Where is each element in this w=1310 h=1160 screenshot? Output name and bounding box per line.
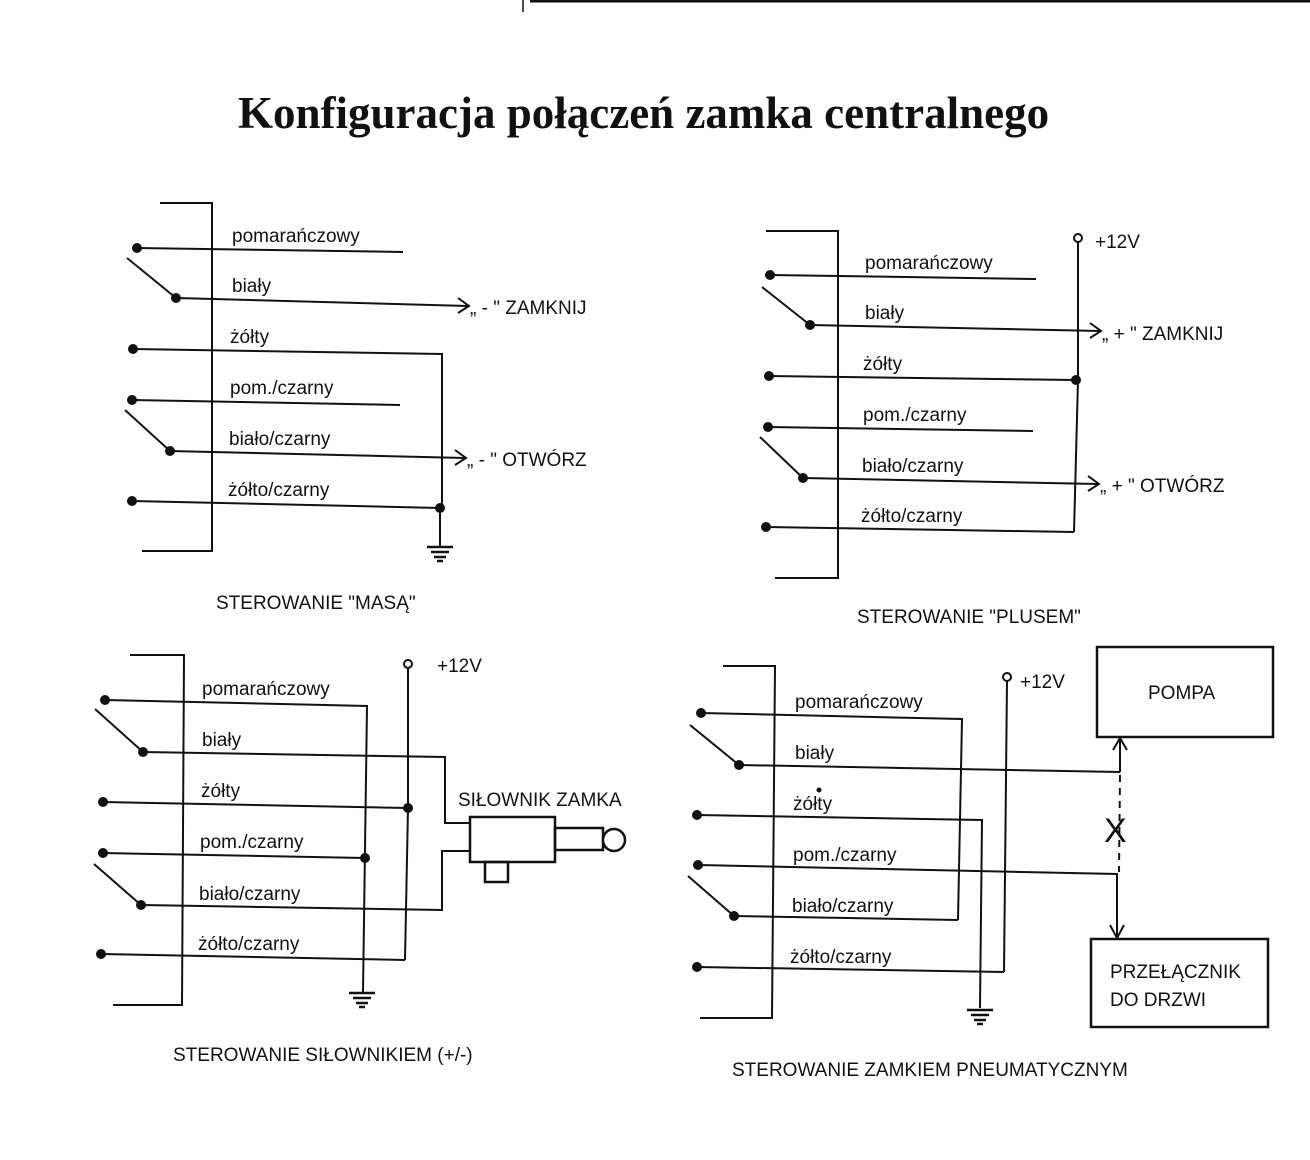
ground-icon [965, 1008, 995, 1026]
wire-label: pomarańczowy [232, 226, 360, 247]
panel-caption: STEROWANIE SIŁOWNIKIEM (+/-) [173, 1045, 473, 1066]
wire-label: pomarańczowy [795, 692, 923, 713]
ground-icon [425, 545, 455, 563]
cross-mark: X [1104, 812, 1127, 850]
wire-label: żółty [863, 354, 903, 375]
wire-label: biały [202, 730, 242, 751]
wire-label: żółty [201, 781, 241, 802]
wire-label: pom./czarny [230, 378, 334, 399]
door-switch-box [1089, 937, 1270, 1029]
supply-label: +12V [1020, 672, 1065, 693]
output-label: „ - " ZAMKNIJ [470, 298, 587, 319]
wire-label: pom./czarny [793, 845, 897, 866]
wire-label: żółto/czarny [198, 934, 300, 955]
panel-caption: STEROWANIE ZAMKIEM PNEUMATYCZNYM [732, 1060, 1128, 1081]
wire-label: żółto/czarny [228, 480, 330, 501]
output-label: „ + " OTWÓRZ [1100, 475, 1225, 497]
switch-label: PRZEŁĄCZNIK [1110, 962, 1241, 983]
wire-label: żółto/czarny [790, 947, 892, 968]
panel-pneumatic-control: POMPA PRZEŁĄCZNIK DO DRZWI X +12V pomara… [687, 645, 1275, 1081]
actuator-icon [468, 815, 627, 884]
pump-label: POMPA [1148, 683, 1216, 704]
switch-label: DO DRZWI [1110, 990, 1206, 1011]
wire-label: biały [865, 303, 905, 324]
panel-ground-control: pomarańczowy biały żółty pom./czarny bia… [124, 202, 587, 614]
ground-icon [347, 991, 377, 1009]
wire-label: pomarańczowy [202, 679, 330, 700]
wire-label: biały [232, 276, 272, 297]
wire-label: żółty [793, 794, 833, 815]
wire-label: biało/czarny [862, 456, 964, 477]
output-label: „ - " OTWÓRZ [467, 449, 587, 471]
wire-label: pom./czarny [200, 832, 304, 853]
page-title: Konfiguracja połączeń zamka centralnego [238, 88, 1049, 138]
pump-box [1095, 645, 1275, 739]
wire-label: żółto/czarny [861, 506, 963, 527]
actuator-label: SIŁOWNIK ZAMKA [458, 790, 622, 811]
connector-bracket [142, 202, 213, 552]
wire-label: pom./czarny [863, 405, 967, 426]
panel-caption: STEROWANIE "MASĄ" [216, 593, 416, 614]
panel-actuator-control: SIŁOWNIK ZAMKA +12V pomarańczowy biały ż… [93, 654, 627, 1066]
scan-speck [816, 787, 822, 793]
wire-label: biały [795, 743, 835, 764]
wire-label: biało/czarny [792, 896, 894, 917]
connector-bracket [700, 665, 777, 1019]
wire-label: biało/czarny [229, 429, 331, 450]
terminal-icon [1073, 233, 1083, 243]
supply-label: +12V [1095, 232, 1140, 253]
output-label: „ + " ZAMKNIJ [1102, 324, 1223, 345]
terminal-icon [403, 659, 413, 669]
panel-caption: STEROWANIE "PLUSEM" [857, 607, 1081, 628]
connector-bracket [766, 230, 839, 579]
wire-label: pomarańczowy [865, 253, 993, 274]
terminal-icon [1002, 672, 1012, 682]
wire-label: biało/czarny [199, 884, 301, 905]
panel-plus-control: +12V pomarańczowy biały żółty pom./czarn… [759, 230, 1225, 628]
connector-bracket [113, 654, 186, 1006]
wire-label: żółty [230, 327, 270, 348]
supply-label: +12V [437, 656, 482, 677]
